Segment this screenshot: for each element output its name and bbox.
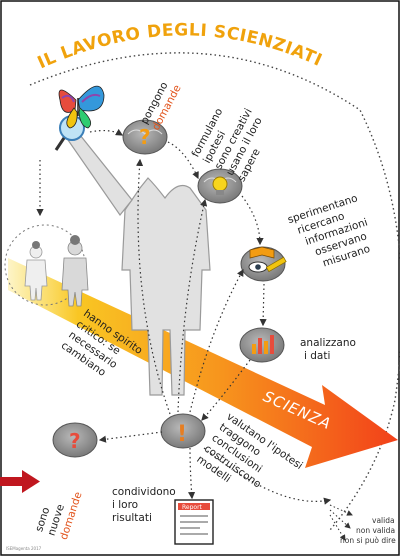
svg-text:non valida: non valida (356, 526, 395, 535)
pointer-arrow-icon (0, 470, 40, 493)
small-scientists (4, 224, 89, 307)
lightbulb-icon (212, 176, 228, 195)
svg-text:risultati: risultati (112, 512, 152, 524)
brain-new-questions: ? (52, 422, 98, 458)
diagram-title: IL LAVORO DEGLI SCIENZIATI (35, 20, 326, 73)
brain-analysis (239, 327, 285, 363)
brain-experiment (240, 246, 287, 282)
svg-text:valida: valida (372, 516, 395, 525)
brain-evaluate: ! (160, 413, 206, 449)
validity-list: valida non valida non si può dire (329, 504, 396, 545)
report-icon: Report (174, 499, 214, 545)
label-sperimentano: sperimentano ricercano informazioni osse… (286, 192, 372, 269)
outer-dotted-arc (29, 52, 400, 531)
svg-text:analizzano: analizzano (300, 337, 356, 349)
flow-connectors (36, 128, 332, 505)
svg-text:condividono: condividono (112, 486, 176, 498)
brain-question: ? (122, 119, 168, 155)
label-formulano: formulano ipotesi sono creativi usano il… (190, 106, 265, 183)
label-condividono: condividono i loro risultati (112, 486, 176, 524)
eye-icon (248, 261, 268, 273)
question-icon: ? (139, 125, 151, 149)
credit-text: ISEMagenta 2017 (6, 546, 42, 551)
magnifier-icon (54, 115, 85, 151)
svg-text:Report: Report (182, 504, 203, 511)
svg-text:non si può dire: non si può dire (340, 536, 396, 545)
brain-idea (197, 168, 243, 204)
exclamation-icon: ! (177, 422, 187, 447)
book-icon (249, 246, 275, 259)
label-nuove-domande: sono nuove domande (33, 490, 84, 541)
label-pongono: pongono domande (138, 80, 183, 132)
ruler-icon (265, 256, 287, 273)
question-icon: ? (69, 429, 81, 453)
svg-text:i dati: i dati (304, 350, 330, 362)
chart-icon (252, 335, 274, 354)
svg-text:i loro: i loro (112, 499, 138, 511)
scientist-figure (67, 129, 211, 396)
butterfly-icon (58, 85, 105, 129)
label-analizzano: analizzano i dati (300, 337, 356, 362)
